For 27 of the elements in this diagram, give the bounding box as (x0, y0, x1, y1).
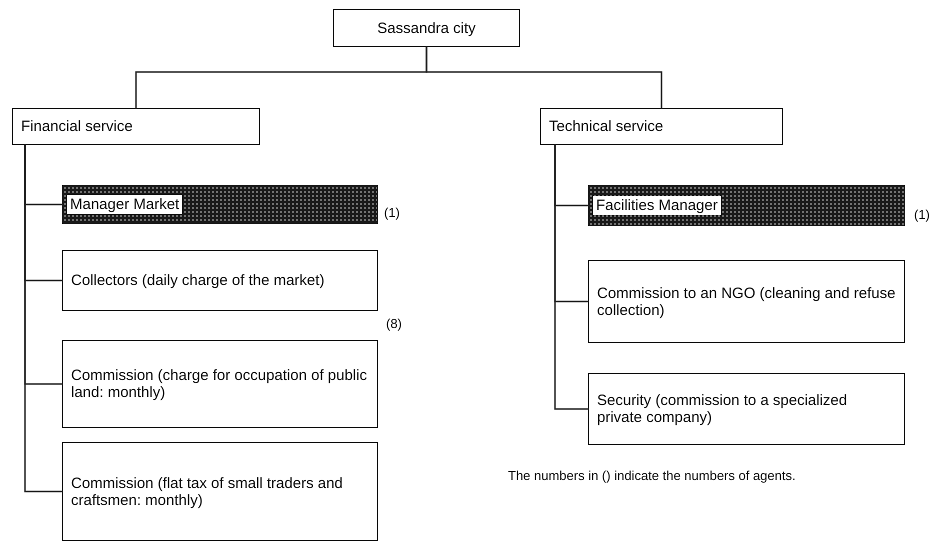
box-text: Commission to an NGO (cleaning and refuse collection) (597, 284, 896, 318)
org-box (588, 260, 905, 343)
box-text: Commission (flat tax of small traders and craftsmen: monthly) (71, 474, 344, 508)
footnote: The numbers in () indicate the numbers of agents. (508, 468, 796, 483)
box-text: Collectors (daily charge of the market) (71, 272, 324, 289)
highlighted-box (588, 185, 905, 226)
agent-count: (1) (384, 205, 400, 220)
connector-line (554, 145, 588, 410)
box-text: Security (commission to a specialized private company) (597, 392, 848, 426)
org-box (62, 442, 378, 541)
agent-count: (1) (914, 207, 930, 222)
org-box (62, 340, 378, 428)
org-box (333, 9, 520, 47)
org-box (62, 250, 378, 311)
box-text: Commission (charge for occupation of public land: monthly) (71, 367, 368, 401)
connector-line (426, 47, 662, 108)
connector-line (24, 145, 62, 492)
box-text: Technical service (549, 118, 664, 135)
box-text: Financial service (21, 118, 133, 135)
box-text: Facilities Manager (593, 196, 721, 215)
org-box (540, 108, 783, 145)
org-box (588, 373, 905, 445)
org-box (12, 108, 260, 145)
box-text: Sassandra city (377, 20, 476, 36)
agent-count: (8) (386, 316, 402, 331)
highlighted-box (62, 185, 378, 224)
box-text: Manager Market (67, 195, 182, 214)
